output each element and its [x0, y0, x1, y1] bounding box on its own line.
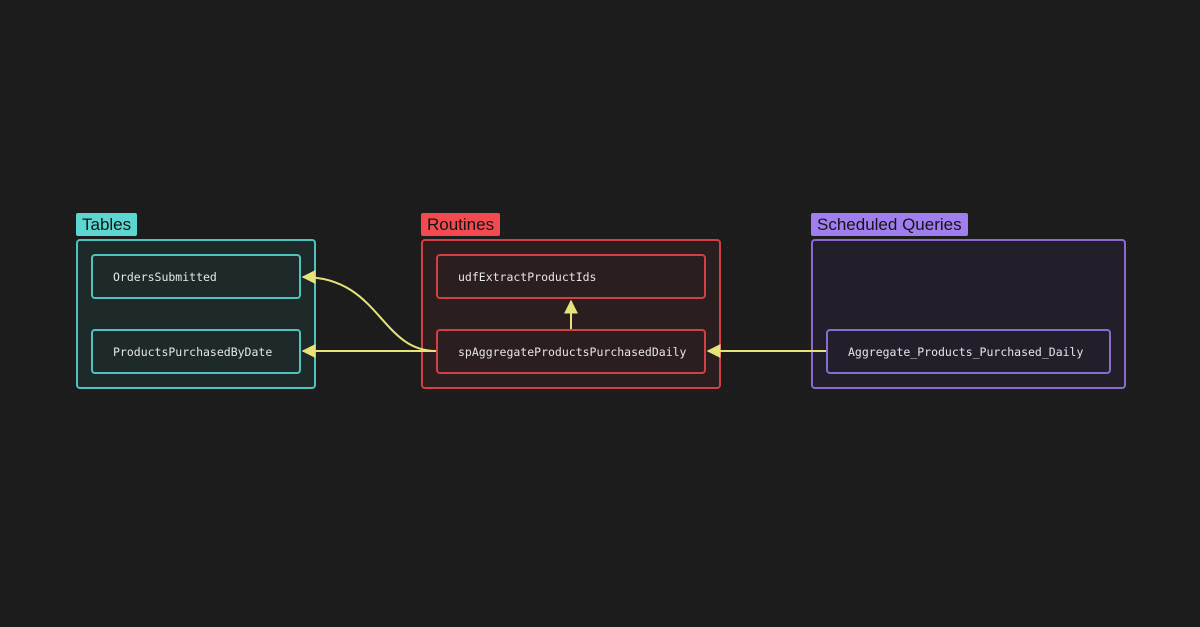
tables-group-label: Tables [76, 213, 138, 236]
node-udf-extract-product-ids[interactable]: udfExtractProductIds [436, 254, 706, 299]
scheduled-queries-group-label: Scheduled Queries [811, 213, 968, 236]
routines-group-label: Routines [421, 213, 501, 236]
node-products-purchased-by-date[interactable]: ProductsPurchasedByDate [91, 329, 301, 374]
edge-sp-to-orders-submitted [301, 270, 437, 352]
node-sp-aggregate-products-purchased-daily[interactable]: spAggregateProductsPurchasedDaily [436, 329, 706, 374]
node-aggregate-products-purchased-daily[interactable]: Aggregate_Products_Purchased_Daily [826, 329, 1111, 374]
node-orders-submitted[interactable]: OrdersSubmitted [91, 254, 301, 299]
